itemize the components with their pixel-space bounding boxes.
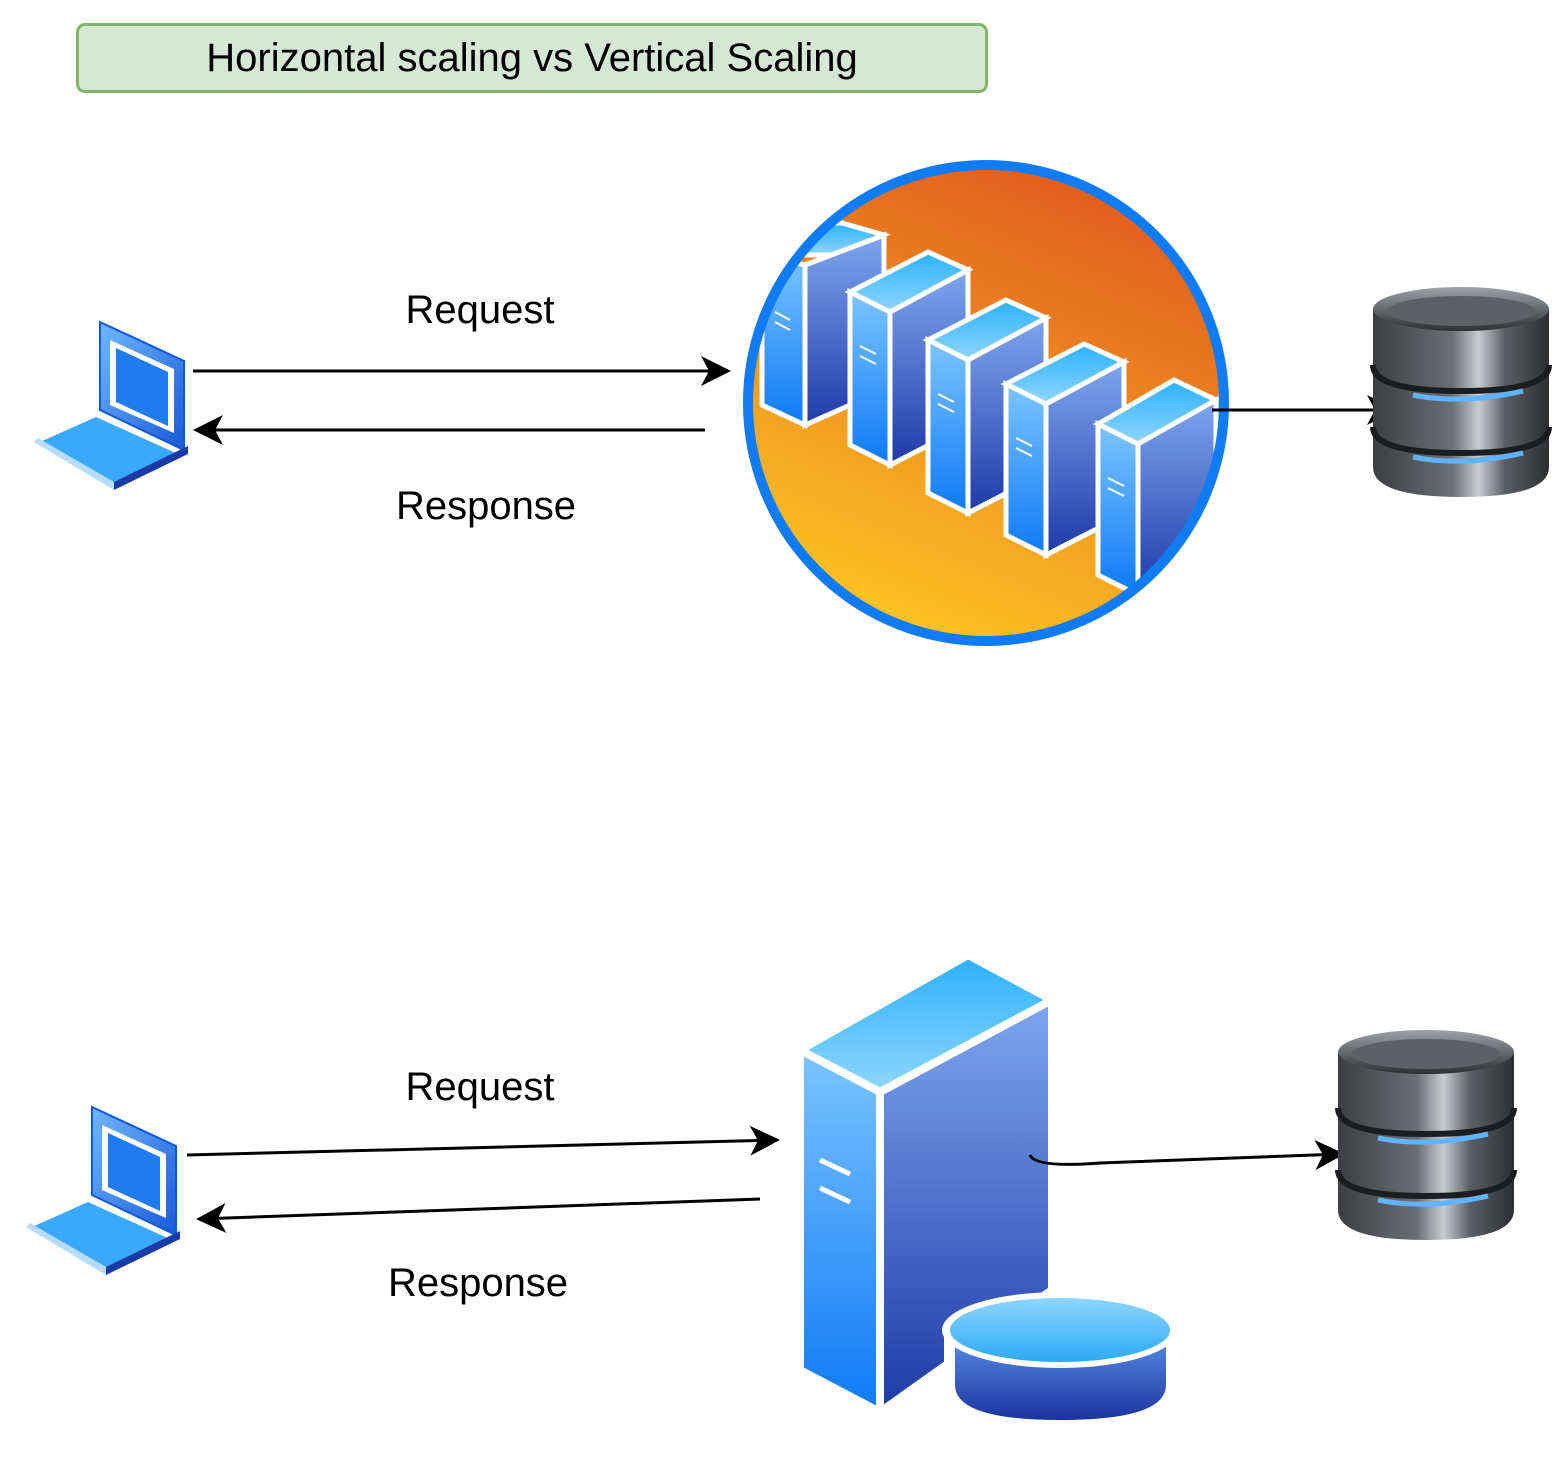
vertical-response-arrow [196,1197,761,1234]
laptop-icon [26,1103,180,1275]
database-icon [1370,287,1552,497]
vertical-response-label: Response [387,1261,569,1305]
server-farm-icon [743,160,1229,646]
horizontal-request-label: Request [405,288,555,332]
server-with-storage-icon [791,950,1178,1428]
database-icon [1335,1030,1517,1240]
diagram-title: Horizontal scaling vs Vertical Scaling [76,23,988,93]
vertical-request-arrow [186,1125,780,1157]
horizontal-response-label: Response [395,484,577,528]
vertical-request-label: Request [405,1065,555,1109]
laptop-icon [34,318,188,490]
vertical-db-arrow [1028,1140,1345,1170]
